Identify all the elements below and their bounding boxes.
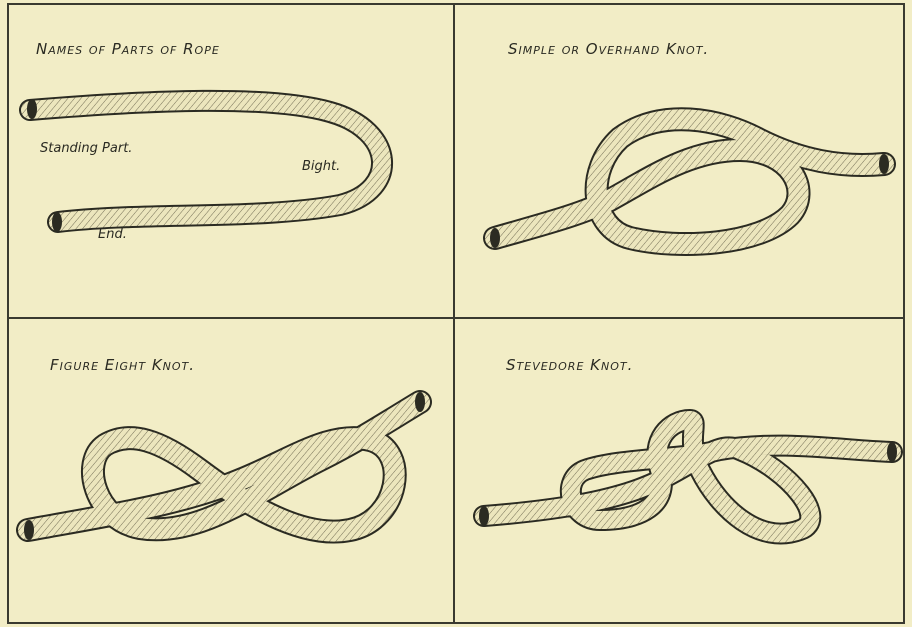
panel-title-figure-eight: Figure Eight Knot.: [50, 356, 195, 374]
label-end: End.: [98, 227, 127, 242]
figure-eight-knot-drawing: [24, 392, 425, 540]
stevedore-knot-drawing: [479, 420, 897, 534]
rope-end-cut: [52, 212, 62, 232]
label-standing-part: Standing Part.: [40, 141, 132, 156]
panel-title-rope-parts: Names of Parts of Rope: [36, 40, 220, 58]
overhand-knot-drawing: [490, 119, 889, 248]
panel-title-overhand: Simple or Overhand Knot.: [508, 40, 709, 58]
label-bight: Bight.: [302, 159, 340, 174]
rope-end-cut: [27, 99, 37, 119]
panel-title-stevedore: Stevedore Knot.: [506, 356, 633, 374]
